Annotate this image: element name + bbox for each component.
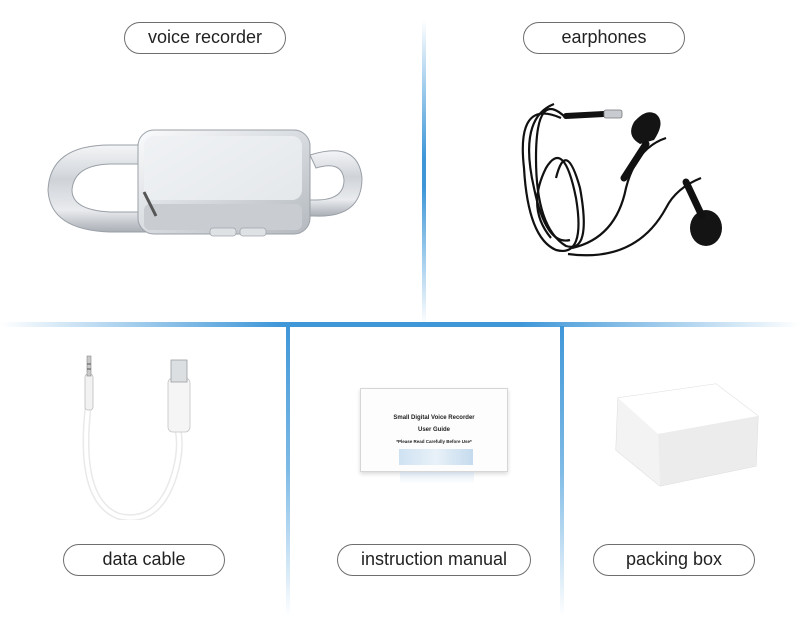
label-packing-box: packing box: [593, 544, 755, 576]
divider-horizontal: [0, 322, 800, 327]
label-earphones: earphones: [523, 22, 685, 54]
manual-subtitle: User Guide: [417, 427, 450, 433]
label-instruction-manual: instruction manual: [337, 544, 531, 576]
panel-earphones: earphones: [426, 0, 800, 320]
voice-recorder-image: [47, 129, 363, 237]
packing-box-image: [615, 383, 759, 487]
divider-vertical-top: [422, 20, 426, 325]
panel-voice-recorder: voice recorder: [0, 0, 420, 320]
label-voice-recorder: voice recorder: [124, 22, 286, 54]
panel-packing-box: packing box: [564, 330, 800, 621]
divider-vertical-left: [286, 326, 290, 616]
manual-banner: [399, 449, 473, 465]
data-cable-image: [82, 355, 191, 520]
divider-vertical-right: [560, 326, 564, 616]
panel-data-cable: data cable: [0, 330, 284, 621]
label-data-cable: data cable: [63, 544, 225, 576]
manual-reflection: [400, 472, 474, 484]
earphones-image: [521, 102, 722, 257]
manual-note: *Please Read Carefully Before Use*: [396, 439, 472, 444]
panel-instruction-manual: instruction manual Small Digital Voice R…: [290, 330, 558, 621]
manual-title: Small Digital Voice Recorder: [393, 415, 475, 421]
manual-image: Small Digital Voice Recorder User Guide …: [360, 388, 508, 472]
